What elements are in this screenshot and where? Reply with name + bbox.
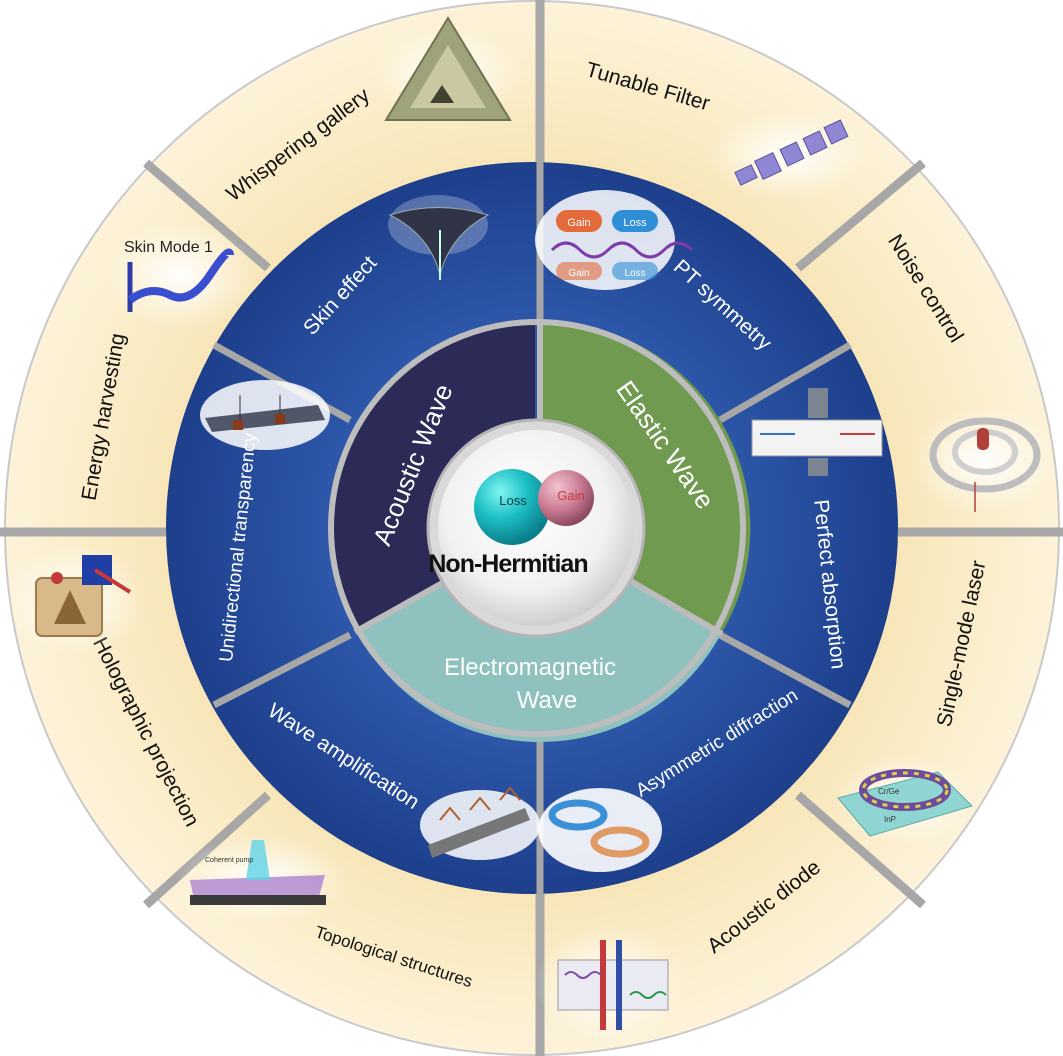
gain-ball-label: Gain: [557, 488, 584, 503]
pt-loss-label-2: Loss: [624, 268, 645, 279]
coherent-pump-label: Coherent pump: [205, 857, 253, 864]
gain-ball: [538, 470, 594, 526]
tunable-filter-illustration: [708, 110, 868, 200]
skin-effect-illustration: [388, 195, 490, 280]
crge-label: Cr/Ge: [878, 787, 900, 796]
pt-loss-label-1: Loss: [623, 217, 647, 229]
center-title: Non-Hermitian: [428, 550, 587, 578]
whispering-gallery-illustration: [373, 16, 523, 123]
asymmetric-diffraction-illustration: [538, 788, 662, 872]
pt-symmetry-illustration: Gain Loss Gain Loss: [535, 190, 694, 290]
topological-structures-illustration: Coherent pump: [177, 835, 347, 925]
acoustic-diode-illustration: [535, 925, 685, 1045]
inp-label: InP: [884, 815, 896, 824]
energy-harvesting-illustration: Skin Mode 1: [105, 220, 255, 330]
electromagnetic-wave-label-2: Wave: [517, 687, 577, 714]
perfect-absorption-illustration: [751, 388, 883, 476]
electromagnetic-wave-label-1: Electromagnetic: [444, 654, 616, 681]
unidirectional-transparency-illustration: [200, 380, 330, 450]
loss-ball-label: Loss: [499, 493, 527, 508]
skin-mode-label: Skin Mode 1: [124, 239, 213, 256]
inner-ring-border: [328, 319, 746, 737]
holographic-projection-illustration: [5, 545, 145, 655]
noise-control-illustration: [911, 405, 1055, 515]
wave-amplification-illustration: [420, 786, 540, 860]
pt-gain-label-1: Gain: [567, 217, 590, 229]
single-mode-laser-illustration: InP Cr/Ge: [835, 755, 975, 845]
pt-gain-label-2: Gain: [568, 268, 589, 279]
loss-ball: [474, 469, 550, 545]
